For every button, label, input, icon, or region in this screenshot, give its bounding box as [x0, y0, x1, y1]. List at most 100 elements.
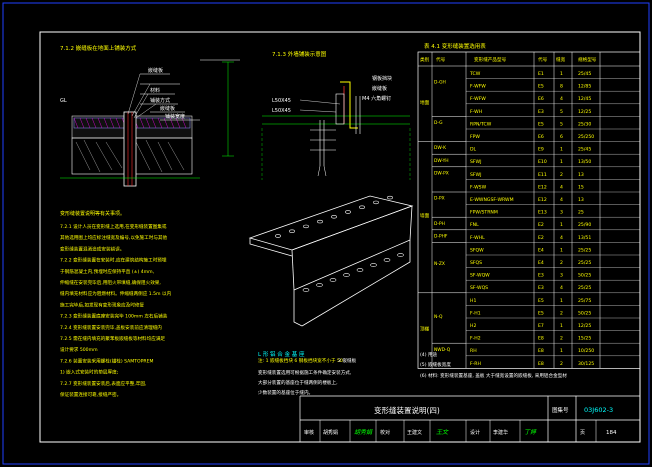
- detail-2-title: 7.1.3 外墙铺装示意图: [272, 50, 327, 58]
- table-cell-spec: 25: [578, 210, 584, 216]
- table-cell-code: E1: [538, 71, 544, 77]
- tb-signature-1: 胡秀娟: [354, 428, 373, 436]
- table-cell-width: 5: [560, 109, 563, 115]
- table-cell-width: 5: [560, 121, 563, 127]
- table-cell-width: 1: [560, 159, 563, 165]
- tb-page-number: 184: [606, 430, 617, 436]
- detail-1-label-1: 嵌缝板: [148, 67, 163, 74]
- table-cell-code: E8: [538, 336, 544, 342]
- table-cell-width: 8: [560, 84, 563, 90]
- table-group: DW-YH: [434, 158, 449, 164]
- table-cell-spec: 25/90: [578, 222, 591, 228]
- table-cell-code: E5: [538, 310, 544, 316]
- table-cell-code: E2: [538, 235, 544, 241]
- notes-line: 变形缝装置混淆造成安装错误。: [60, 245, 124, 252]
- table-group: D-PH: [434, 221, 445, 227]
- table-group: D-PX: [434, 196, 445, 202]
- base-hole: [359, 205, 365, 209]
- table-cell-width: 4: [560, 184, 563, 190]
- base-slot: [383, 258, 391, 262]
- table-cell-code: E9: [538, 147, 544, 153]
- figure-note: 2 嵌缝板: [338, 357, 357, 364]
- table-cell-model: SFQS: [470, 260, 482, 266]
- base-hole: [387, 195, 393, 200]
- table-header: 代号: [436, 56, 446, 63]
- table-cell-width: 2: [560, 361, 563, 367]
- figure-note: 变形缝装置选用可根据施工条件确定安装方式,: [258, 369, 352, 376]
- table-group: N-ZX: [434, 261, 445, 267]
- detail-2-label-5: L50X45: [272, 108, 291, 114]
- base-hole: [345, 210, 351, 214]
- table-cell-code: E12: [538, 197, 547, 203]
- table-cell-spec: 10/250: [578, 348, 594, 354]
- table-cell-code: E10: [538, 159, 547, 165]
- detail-1-drawing: [60, 59, 240, 187]
- notes-line: 7.2.7 变形缝装置安装后,表面应平整,牢固,: [60, 380, 147, 387]
- base-hole: [289, 229, 295, 233]
- notes-line: 设计要求 500mm: [60, 346, 98, 353]
- table-cell-model: F-RH: [470, 361, 481, 367]
- notes-line: 7.2.5 需在缝内填充的聚苯板嵌缝板等材料均应满足: [60, 335, 165, 342]
- notes-line: 1) 嵌入式安装时的垫层厚度;: [60, 369, 119, 376]
- table-cell-spec: 15: [578, 184, 584, 190]
- table-cell-code: E13: [538, 210, 547, 216]
- table-cell-code: E3: [538, 273, 544, 279]
- table-cell-width: 4: [560, 197, 563, 203]
- table-cell-model: SF-WQS: [470, 285, 488, 291]
- notes-heading: 变形缝装置说明等有关事项。: [60, 210, 125, 217]
- table-cell-width: 4: [560, 285, 563, 291]
- table-cell-width: 1: [560, 348, 563, 354]
- notes-lines: 7.2.1 设计人员在变形缝上选用,在变形缝装置图集或其他选用图上均应标注缝宽及…: [60, 223, 172, 398]
- table-cell-width: 2: [560, 260, 563, 266]
- table-cell-spec: 12/25: [578, 323, 591, 329]
- table-group: D-GH: [434, 80, 446, 86]
- table-cell-model: FNL: [470, 222, 479, 228]
- table-category: 墙面: [420, 212, 430, 219]
- notes-line: 7.2.2 变形缝装置在安装时,应在建筑结构施工时预埋: [60, 257, 167, 264]
- table-cell-code: E5: [538, 84, 544, 90]
- table-cell-width: 1: [560, 323, 563, 329]
- table-frame: [417, 51, 641, 369]
- table-cell-spec: 25/30: [578, 121, 591, 127]
- detail-1-label-2: GL: [60, 98, 67, 104]
- table-cell-width: 1: [560, 222, 563, 228]
- table-cell-width: 1: [560, 71, 563, 77]
- table-cell-spec: 25/75: [578, 298, 591, 304]
- notes-line: 保证装置连接可靠,接缝严密。: [60, 391, 121, 398]
- table-cell-width: 6: [560, 134, 563, 140]
- atlas-number: 03J602-3: [584, 406, 613, 414]
- table-cell-model: H2: [470, 323, 476, 329]
- tb-label-page: 页: [580, 430, 585, 436]
- table-cell-spec: 25/25: [578, 260, 591, 266]
- notes-line: 于钢筋混凝土内,预埋时应保持平直 (±) 4mm,: [60, 268, 155, 275]
- table-header: 缝宽: [556, 56, 566, 63]
- table-header: 变形缝产品型号: [474, 56, 507, 63]
- detail-2-label-2: 嵌缝板: [372, 85, 387, 92]
- figure-note: (6) 材料: 变形缝装置基座, 盖板 大于缝宽设置的嵌缝板, 采用铝合金型材: [420, 372, 567, 379]
- table-group: DW-K: [434, 145, 446, 151]
- notes-line: 伸缩缝在安装完毕后,用阻火带填缝,确保阻火效果,: [60, 279, 161, 286]
- table-cell-width: 1: [560, 147, 563, 153]
- table-cell-model: SFWJ: [470, 172, 481, 178]
- base-slot: [397, 253, 404, 257]
- figure-note: (4) 用途: [420, 351, 438, 358]
- table-cell-code: E4: [538, 260, 544, 266]
- base-slot: [316, 283, 323, 287]
- table-cell-model: RH: [470, 348, 477, 354]
- base-hole: [331, 215, 337, 219]
- detail-1-label-5: 嵌缝板: [160, 105, 175, 112]
- base-hole: [373, 200, 379, 205]
- figure-note: 大部分装置的基座位于缝两侧的楼板上,: [258, 379, 338, 386]
- table-cell-model: E-WWNGSF-WRWM: [470, 197, 514, 203]
- table-cell-width: 4: [560, 235, 563, 241]
- table-title: 表 4.1 变形缝装置选用表: [424, 42, 486, 50]
- table-cell-width: 3: [560, 210, 563, 216]
- figure-notes: 注: 1 嵌缝板挡块 6 钢板挡块宽不小于 502 嵌缝板变形缝装置选用可根据施…: [258, 351, 567, 396]
- table-cell-spec: 30/125: [578, 361, 594, 367]
- detail-1-title: 7.1.2 嵌缝板在地面上铺装方式: [60, 44, 137, 52]
- notes-line: 施工完毕后,如发现有变形现象应及时修复: [60, 301, 145, 308]
- table-group: D-PHF: [434, 233, 448, 239]
- base-hole: [275, 234, 281, 238]
